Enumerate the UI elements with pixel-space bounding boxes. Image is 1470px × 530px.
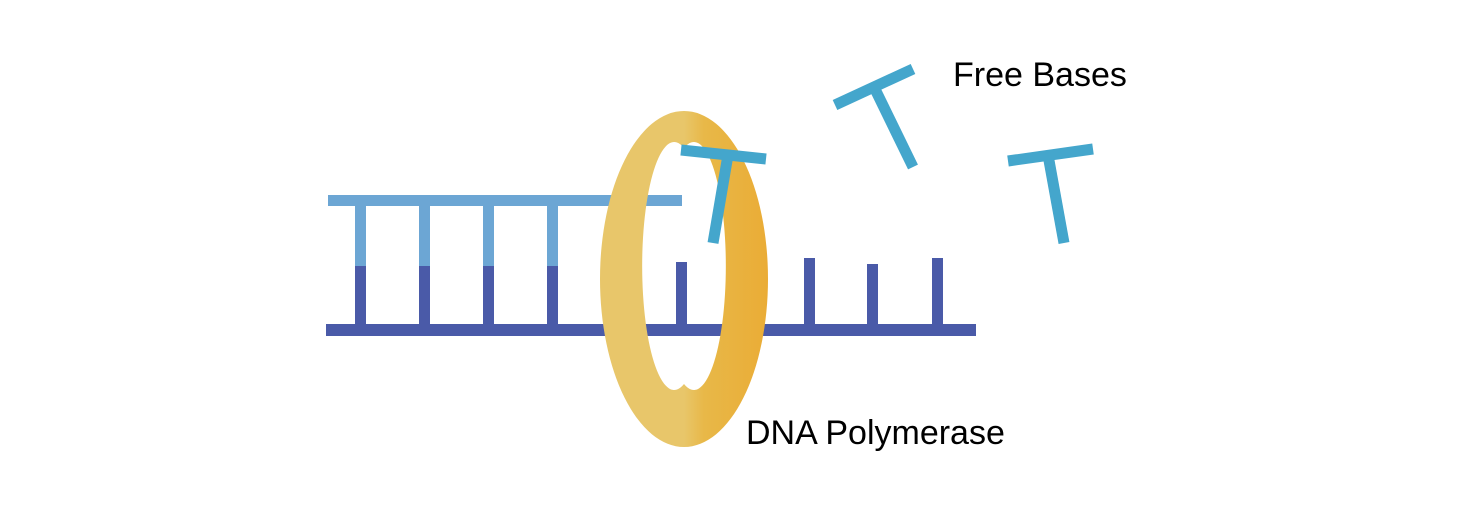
new-base xyxy=(355,204,366,266)
free-base-icon xyxy=(680,144,767,244)
template-base xyxy=(676,262,687,326)
new-base xyxy=(419,204,430,266)
new-base xyxy=(547,204,558,266)
template-base xyxy=(867,264,878,326)
new-backbone xyxy=(328,195,682,206)
free-base-icon xyxy=(1007,143,1094,244)
template-strand xyxy=(326,258,976,336)
template-base xyxy=(355,262,366,326)
template-base xyxy=(804,258,815,326)
template-base xyxy=(483,262,494,326)
template-base xyxy=(932,258,943,326)
dna-polymerase-label: DNA Polymerase xyxy=(746,414,1005,452)
template-base xyxy=(547,262,558,326)
template-base xyxy=(419,262,430,326)
new-base xyxy=(483,204,494,266)
free-bases xyxy=(680,64,1094,244)
free-base-icon xyxy=(832,64,918,170)
template-backbone xyxy=(326,324,976,336)
free-bases-label: Free Bases xyxy=(953,56,1127,94)
